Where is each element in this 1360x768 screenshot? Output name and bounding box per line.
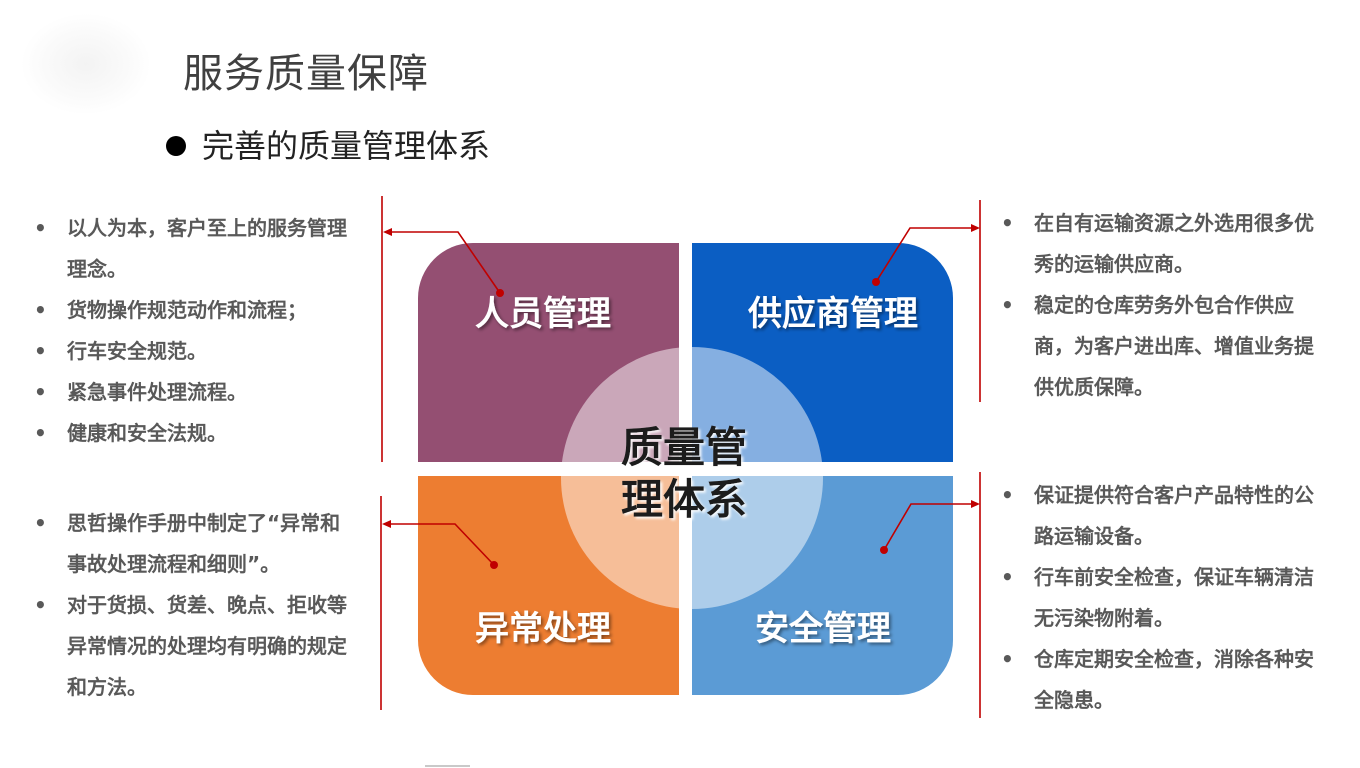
- list-item: 思哲操作手册中制定了“异常和事故处理流程和细则”。: [34, 503, 354, 585]
- supplier-management-list: 在自有运输资源之外选用很多优秀的运输供应商。 稳定的仓库劳务外包合作供应商，为客…: [1001, 203, 1321, 408]
- bullet-dot-icon: [166, 136, 186, 156]
- connector-dots: [490, 278, 888, 569]
- footer-mark: [425, 765, 470, 767]
- connector-safety: [883, 503, 972, 551]
- exception-handling-list: 思哲操作手册中制定了“异常和事故处理流程和细则”。 对于货损、货差、晚点、拒收等…: [34, 503, 354, 708]
- staff-management-list: 以人为本，客户至上的服务管理理念。 货物操作规范动作和流程； 行车安全规范。 紧…: [34, 208, 354, 454]
- list-item: 仓库定期安全检查，消除各种安全隐患。: [1001, 639, 1321, 721]
- connector-dot: [880, 546, 888, 554]
- connector-staff: [390, 231, 501, 294]
- logo-watermark: [22, 14, 150, 114]
- subtitle: 完善的质量管理体系: [202, 127, 491, 165]
- connectors: [380, 196, 981, 718]
- arrowhead-right-icon: [971, 224, 980, 232]
- list-item: 紧急事件处理流程。: [34, 372, 354, 413]
- quadrant-label-safety: 安全管理: [755, 609, 891, 649]
- connector-dot: [490, 561, 498, 569]
- quadrant-label-staff: 人员管理: [475, 294, 611, 334]
- arrowhead-right-icon: [971, 500, 980, 508]
- list-item: 货物操作规范动作和流程；: [34, 290, 354, 331]
- center-circle: [561, 347, 823, 609]
- connector-arrowheads: [382, 224, 980, 528]
- arrowhead-left-icon: [382, 520, 391, 528]
- connector-supplier: [875, 227, 972, 283]
- connector-dot: [496, 289, 504, 297]
- safety-management-list: 保证提供符合客户产品特性的公路运输设备。 行车前安全检查，保证车辆清洁无污染物附…: [1001, 475, 1321, 721]
- connector-dot: [872, 278, 880, 286]
- quadrant-label-supplier: 供应商管理: [747, 294, 918, 334]
- center-label-line1: 质量管: [621, 423, 747, 472]
- connector-exception: [389, 523, 495, 566]
- list-item: 对于货损、货差、晚点、拒收等异常情况的处理均有明确的规定和方法。: [34, 585, 354, 708]
- list-item: 在自有运输资源之外选用很多优秀的运输供应商。: [1001, 203, 1321, 285]
- quadrant-label-exception: 异常处理: [475, 609, 611, 649]
- list-item: 行车前安全检查，保证车辆清洁无污染物附着。: [1001, 557, 1321, 639]
- list-item: 以人为本，客户至上的服务管理理念。: [34, 208, 354, 290]
- list-item: 健康和安全法规。: [34, 413, 354, 454]
- list-item: 保证提供符合客户产品特性的公路运输设备。: [1001, 475, 1321, 557]
- subtitle-row: 完善的质量管理体系: [166, 124, 490, 168]
- center-label-line2: 理体系: [621, 475, 747, 524]
- list-item: 行车安全规范。: [34, 331, 354, 372]
- page-title: 服务质量保障: [183, 51, 429, 97]
- list-item: 稳定的仓库劳务外包合作供应商，为客户进出库、增值业务提供优质保障。: [1001, 285, 1321, 408]
- arrowhead-left-icon: [383, 228, 392, 236]
